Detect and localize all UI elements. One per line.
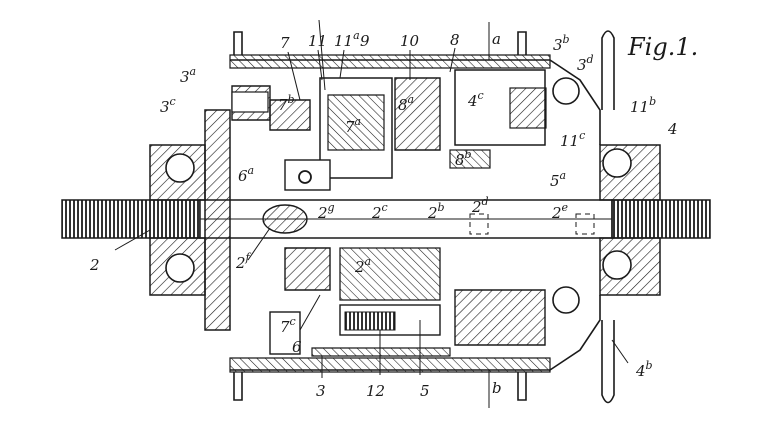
label-b: b xyxy=(492,379,502,397)
label-4: 4 xyxy=(667,120,678,138)
label-2f: 2f xyxy=(235,251,252,272)
leader-lines xyxy=(114,19,629,378)
label-2: 2 xyxy=(89,256,100,274)
right-hub-end xyxy=(552,77,661,314)
label-a: a xyxy=(492,30,501,48)
label-2a: 2a xyxy=(354,255,371,276)
label-7: 7 xyxy=(280,34,290,52)
label-4c: 4c xyxy=(467,89,484,110)
axle xyxy=(61,199,711,239)
figure-title: Fig.1. xyxy=(627,33,698,61)
label-9: 9 xyxy=(360,32,370,50)
label-8b: 8b xyxy=(455,148,472,169)
label-11b: 11b xyxy=(630,95,656,116)
left-hub-end xyxy=(149,109,231,331)
label-2b: 2b xyxy=(427,201,445,222)
label-11c: 11c xyxy=(560,129,585,150)
label-10: 10 xyxy=(400,32,420,50)
label-2e: 2e xyxy=(551,201,569,222)
label-5: 5 xyxy=(420,382,430,400)
label-6: 6 xyxy=(292,338,302,356)
label-2d: 2d xyxy=(471,195,489,216)
upper-gear-train xyxy=(231,69,547,191)
label-2g: 2g xyxy=(317,201,335,222)
hub-shell xyxy=(229,30,615,404)
label-8a: 8a xyxy=(398,93,414,114)
label-3d: 3d xyxy=(577,53,594,74)
label-2c: 2c xyxy=(371,201,388,222)
label-3b: 3b xyxy=(553,33,570,54)
label-11a: 11a xyxy=(334,29,360,50)
label-7a: 7a xyxy=(345,115,361,136)
label-3a: 3a xyxy=(180,65,196,86)
label-3: 3 xyxy=(316,382,326,400)
label-12: 12 xyxy=(366,382,385,400)
label-3c: 3c xyxy=(160,95,176,116)
label-7b: 7b xyxy=(278,93,295,114)
label-7c: 7c xyxy=(280,315,296,336)
label-11: 11 xyxy=(308,32,327,50)
label-6a: 6a xyxy=(238,164,254,185)
label-8: 8 xyxy=(450,31,460,49)
label-5a: 5a xyxy=(550,169,566,190)
lower-gear-train xyxy=(269,247,546,357)
label-4b: 4b xyxy=(635,359,653,380)
reference-labels: a b 2 2a 2b 2c 2d 2e 2f 2g 3 3a 3b 3c 3d… xyxy=(89,29,678,400)
